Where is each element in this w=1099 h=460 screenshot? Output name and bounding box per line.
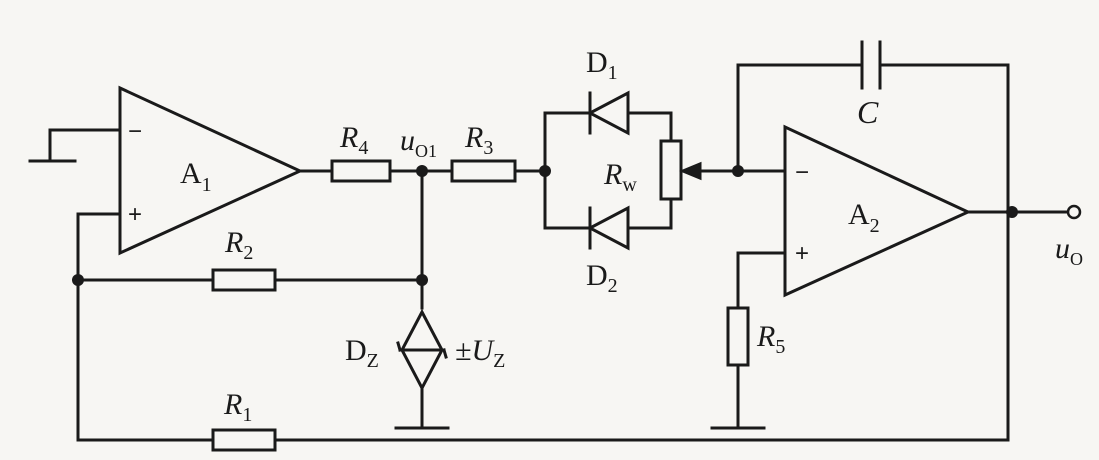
svg-text:R4: R4 [339,121,368,159]
r4-subscript: 4 [358,137,368,159]
rw-subscript: w [622,174,637,196]
dz-label: D [345,334,367,367]
svg-text:uO: uO [1055,232,1083,269]
r5-label: R [756,320,775,353]
resistor-r5: R5 [726,306,785,367]
opamp-a2-minus: − [795,159,809,186]
uo1-label: u [400,124,415,157]
uo1-subscript: O1 [415,141,437,161]
output-terminal [1066,204,1082,220]
uo-label: u [1055,232,1070,265]
uo-subscript: O [1070,249,1083,269]
r3-label: R [464,121,483,154]
resistor-r3: R3 [450,121,517,183]
svg-text:uO1: uO1 [400,124,437,161]
resistor-r4: R4 [330,121,392,183]
svg-text:±UZ: ±UZ [455,334,505,372]
uz-subscript: Z [493,350,505,372]
rw-label: R [603,158,622,191]
svg-text:D2: D2 [586,259,618,297]
zener-diode-dz: DZ ±UZ [345,308,505,392]
svg-text:A1: A1 [180,157,212,196]
r4-label: R [339,121,358,154]
dz-subscript: Z [367,350,379,372]
opamp-a2-plus: + [795,240,809,267]
r3-subscript: 3 [483,137,493,159]
r1-label: R [223,388,242,421]
potentiometer-rw: Rw [603,139,702,201]
opamp-a1-label: A [180,157,202,190]
svg-text:D1: D1 [586,46,618,84]
svg-text:R2: R2 [224,226,253,264]
svg-text:DZ: DZ [345,334,379,372]
opamp-a1-subscript: 1 [202,174,212,196]
resistor-r1: R1 [211,388,277,452]
c-label: C [857,94,879,130]
opamp-a1: − + A1 [118,85,304,256]
opamp-a1-plus: + [128,201,142,228]
uz-label: ±U [455,334,495,367]
d2-subscript: 2 [608,275,618,297]
opamp-a2-label: A [848,198,870,231]
opamp-a2: − + A2 [783,124,972,298]
junction-dots [72,165,1018,286]
ground-symbols [28,159,766,430]
svg-text:R3: R3 [464,121,493,159]
d1-label: D [586,46,608,79]
diode-d2: D2 [586,205,630,297]
diode-d1: D1 [586,46,630,136]
d2-label: D [586,259,608,292]
svg-text:A2: A2 [848,198,880,237]
r2-subscript: 2 [243,242,253,264]
svg-text:R5: R5 [756,320,785,358]
resistor-r2: R2 [211,226,277,292]
capacitor-c: C [857,40,882,130]
wires [48,63,1070,442]
svg-text:Rw: Rw [603,158,637,196]
svg-text:R1: R1 [223,388,252,426]
opamp-a2-subscript: 2 [870,215,880,237]
opamp-a1-minus: − [128,118,142,145]
r5-subscript: 5 [775,336,785,358]
d1-subscript: 1 [608,62,618,84]
r2-label: R [224,226,243,259]
r1-subscript: 1 [242,404,252,426]
